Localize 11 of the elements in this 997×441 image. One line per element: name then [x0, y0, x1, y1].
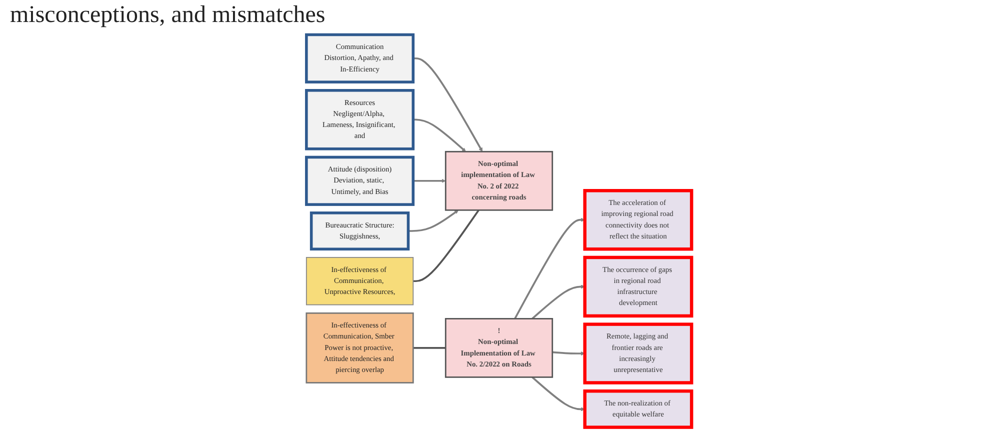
diagram-title: misconceptions, and mismatches: [10, 2, 326, 29]
arrow: [531, 284, 585, 320]
connector: [412, 347, 446, 349]
arrow: [552, 351, 585, 356]
arrow: [412, 57, 482, 152]
arrow: [531, 376, 585, 412]
arrow: [412, 178, 446, 183]
arrow: [514, 218, 585, 320]
arrow: [408, 210, 458, 232]
connector: [412, 210, 479, 282]
arrow: [412, 118, 466, 152]
